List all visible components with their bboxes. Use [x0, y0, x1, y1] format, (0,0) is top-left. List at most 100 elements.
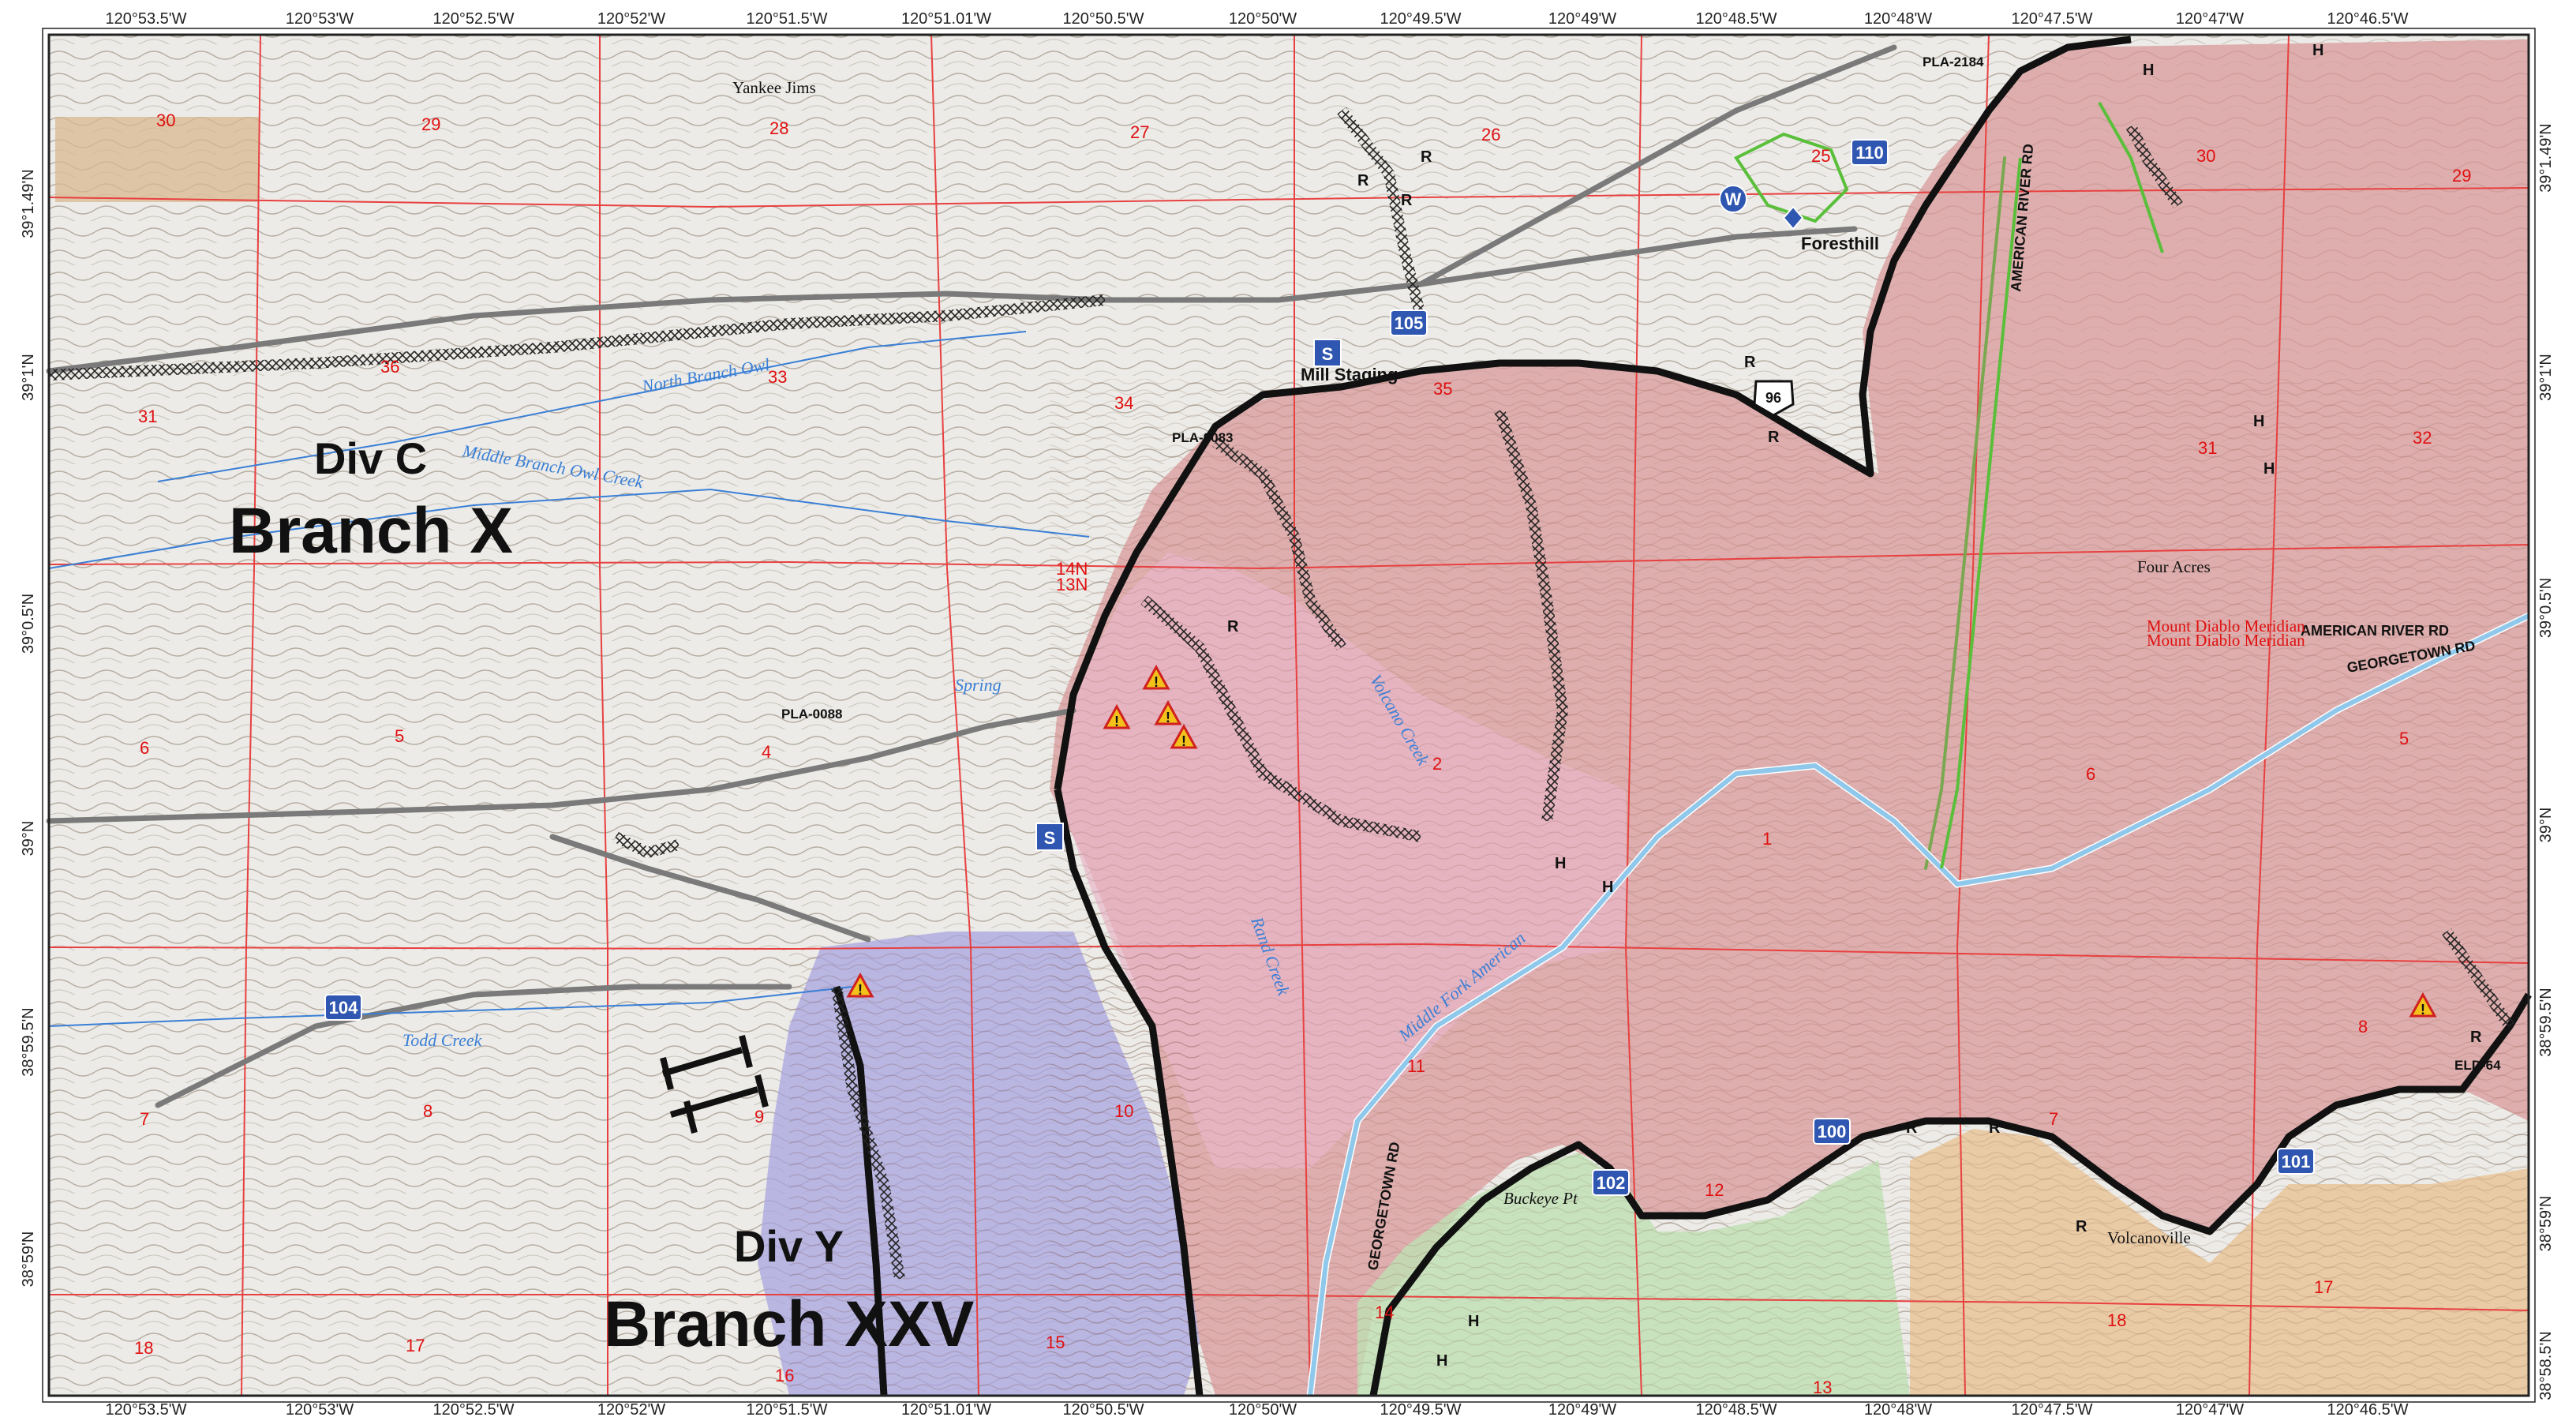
marker-r: R	[1906, 1119, 1918, 1137]
marker-r: R	[2470, 1029, 2482, 1046]
road-shields: 105 110 104 100 102 101 96 S S W	[324, 139, 2315, 1196]
green-boundaries	[1734, 102, 2164, 869]
section-number: 1	[1762, 829, 1772, 849]
section-number: 9	[754, 1107, 764, 1126]
section-number: 27	[1130, 122, 1149, 142]
fire-perimeter	[833, 36, 2532, 1396]
svg-text:S: S	[1044, 828, 1056, 848]
lon-label: 120°52.5'W	[433, 10, 515, 28]
road-sw	[155, 984, 792, 1108]
marker-h: H	[1436, 1352, 1447, 1370]
helipad-icon	[1782, 205, 1804, 231]
place-yankee-jims: Yankee Jims	[732, 78, 816, 97]
section-number: 17	[406, 1336, 425, 1355]
rivers	[48, 331, 2530, 1396]
water-source-icon: W	[1719, 185, 1747, 213]
section-number: 4	[762, 742, 771, 762]
lon-label: 120°52'W	[597, 1401, 665, 1417]
shield-100: 100	[1813, 1118, 1851, 1145]
lon-label: 120°49.5'W	[1380, 1401, 1462, 1417]
lon-label: 120°51.5'W	[747, 1401, 828, 1417]
hazard-markers: ! ! ! ! ! !	[846, 664, 2437, 1018]
lon-label: 120°51.5'W	[747, 10, 828, 28]
marker-h: H	[2253, 413, 2264, 430]
section-number: 29	[421, 114, 440, 134]
shield-101: 101	[2277, 1148, 2315, 1175]
section-number: 16	[775, 1366, 794, 1385]
lon-label: 120°49.5'W	[1380, 10, 1462, 28]
marker-r: R	[1357, 172, 1369, 189]
place-foresthill: Foresthill	[1801, 234, 1879, 253]
lat-label: 39°N	[20, 821, 37, 857]
section-number: 5	[395, 726, 404, 746]
section-number: 6	[140, 738, 149, 758]
road-mid	[549, 834, 871, 943]
hazard-icon: !	[1103, 703, 1131, 729]
section-number: 35	[1433, 379, 1452, 399]
shield-110: 110	[1851, 139, 1889, 166]
section-number: 8	[2358, 1017, 2368, 1037]
lon-label: 120°46.5'W	[2327, 1401, 2409, 1417]
section-number: 2	[1432, 754, 1442, 774]
section-number: 25	[1811, 146, 1830, 166]
lon-label: 120°48'W	[1864, 1401, 1932, 1417]
section-number: 31	[2198, 438, 2217, 458]
lon-label: 120°47'W	[2176, 1401, 2244, 1417]
section-number: 17	[2314, 1277, 2333, 1297]
meridian-label-1: Mount Diablo Meridian	[2147, 617, 2305, 635]
lat-label: 38°59'N	[20, 1231, 37, 1288]
meridian-label-2: Mount Diablo Meridian	[2147, 631, 2305, 650]
lon-label: 120°50'W	[1229, 1401, 1297, 1417]
road-north	[1417, 44, 1897, 287]
staging-icon: S	[1035, 823, 1064, 851]
svg-text:W: W	[1725, 189, 1742, 209]
shield-102: 102	[1592, 1169, 1630, 1196]
marker-r: R	[1989, 1119, 2001, 1137]
middle-fork-american-river	[1308, 613, 2530, 1396]
svg-text:S: S	[1322, 344, 1334, 364]
hazard-icon: !	[1142, 664, 1170, 690]
creek-todd	[48, 986, 853, 1027]
lon-label: 120°53.5'W	[106, 1401, 187, 1417]
svg-text:104: 104	[329, 998, 358, 1018]
svg-text:!: !	[1154, 674, 1159, 690]
lat-label: 39°1'N	[2537, 354, 2555, 401]
marker-r: R	[1227, 618, 1239, 635]
svg-text:!: !	[1166, 710, 1170, 725]
lon-label: 120°52.5'W	[433, 1401, 515, 1417]
marker-r: R	[2076, 1218, 2087, 1235]
svg-text:110: 110	[1855, 143, 1884, 163]
section-number: 12	[1705, 1180, 1724, 1200]
staging-icon: S	[1313, 339, 1342, 367]
map-frame	[42, 28, 2536, 1403]
marker-h: H	[1468, 1313, 1479, 1330]
section-number: 29	[2452, 166, 2471, 186]
svg-text:!: !	[1114, 714, 1119, 729]
lat-label: 39°1.49'N	[2537, 123, 2555, 192]
lon-label: 120°48'W	[1864, 10, 1932, 28]
section-number: 30	[2196, 146, 2215, 166]
section-number: 8	[423, 1101, 432, 1121]
lon-label: 120°49'W	[1548, 10, 1616, 28]
shield-96: 96	[1753, 380, 1795, 417]
section-number: 26	[1481, 125, 1500, 144]
stream-spring: Spring	[955, 675, 1002, 695]
road-pla-2184: PLA-2184	[1923, 54, 1984, 69]
lat-label: 38°59.5'N	[2537, 988, 2555, 1056]
lon-label: 120°53.5'W	[106, 10, 187, 28]
svg-text:!: !	[2421, 1002, 2425, 1018]
road-pla-0083: PLA-0083	[1172, 430, 1233, 445]
section-number: 18	[2107, 1310, 2126, 1330]
marker-r: R	[1401, 192, 1413, 209]
lon-label: 120°47.5'W	[2012, 1401, 2093, 1417]
road-eld-64: ELD-64	[2454, 1058, 2501, 1073]
lon-label: 120°47'W	[2176, 10, 2244, 28]
lon-label: 120°50.5'W	[1063, 1401, 1144, 1417]
marker-h: H	[2263, 460, 2275, 478]
lat-label: 39°0.5'N	[2537, 578, 2555, 638]
svg-text:96: 96	[1765, 390, 1781, 406]
road-american-river-rd-e: AMERICAN RIVER RD	[2301, 623, 2449, 639]
section-number: 34	[1114, 393, 1133, 413]
marker-r: R	[1744, 354, 1756, 371]
